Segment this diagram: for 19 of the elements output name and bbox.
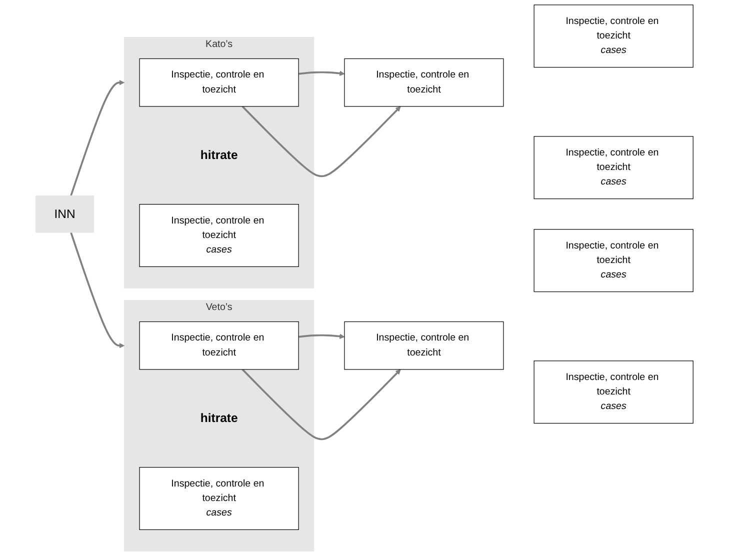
node-box: Inspectie, controle en toezicht cases: [534, 4, 694, 68]
node-text: hitrate: [200, 412, 238, 426]
arrow: [242, 106, 401, 178]
arrow: [298, 70, 345, 76]
node-box: Inspectie, controle en toezicht cases: [139, 204, 299, 267]
arrow: [70, 80, 124, 196]
node-text: hitrate: [200, 148, 238, 162]
node-box: Inspectie, controle en toezicht cases: [534, 360, 694, 424]
node-box: Inspectie, controle en toezicht cases: [534, 229, 694, 292]
arrow: [242, 368, 401, 440]
node-box: Inspectie, controle en toezicht: [139, 321, 299, 370]
node-box: Inspectie, controle en toezicht cases: [139, 467, 299, 530]
arrow: [298, 334, 345, 339]
arrow: [70, 232, 124, 348]
node-box: Inspectie, controle en toezicht: [139, 58, 299, 107]
node-box: Inspectie, controle en toezicht cases: [534, 136, 694, 200]
node-box: INN: [36, 195, 94, 233]
node-box: Inspectie, controle en toezicht: [344, 321, 504, 370]
node-box: Inspectie, controle en toezicht: [344, 58, 504, 107]
